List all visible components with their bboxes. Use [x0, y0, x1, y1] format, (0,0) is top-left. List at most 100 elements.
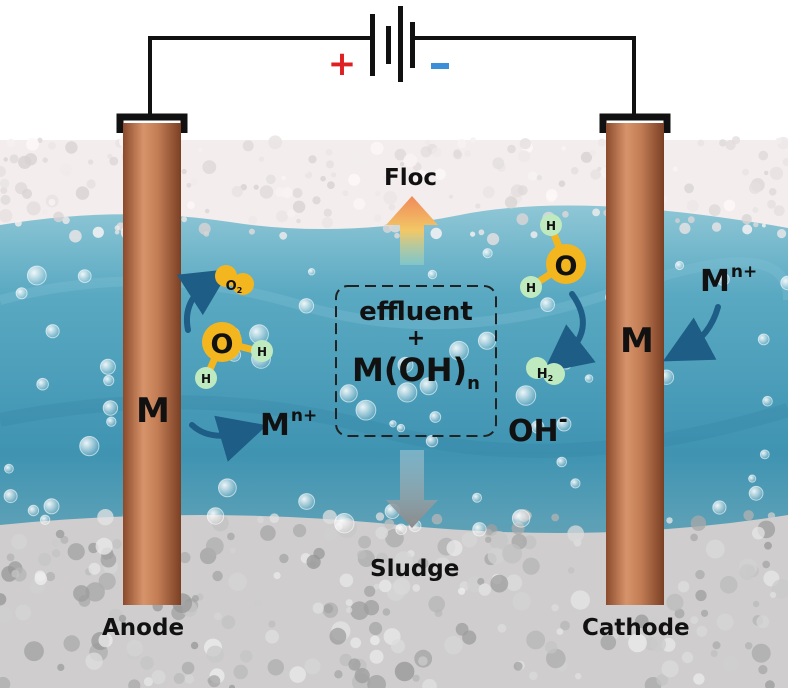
- gas-bubble: [102, 400, 119, 416]
- foam-particle: [204, 208, 210, 214]
- cathode-metal-ion: Mn+: [700, 262, 758, 299]
- sludge-particle: [260, 525, 276, 541]
- gas-bubble: [339, 384, 358, 403]
- foam-particle: [375, 190, 381, 197]
- foam-particle: [259, 185, 274, 199]
- foam-particle: [114, 229, 120, 235]
- foam-particle: [292, 200, 306, 213]
- cathode-cap: [599, 113, 671, 133]
- battery-plate: [370, 14, 375, 76]
- sludge-particle: [370, 635, 380, 646]
- sludge-particle: [233, 664, 248, 680]
- sludge-particle: [428, 595, 446, 613]
- sludge-particle: [570, 590, 590, 610]
- sludge-particle: [712, 641, 721, 650]
- foam-particle: [86, 179, 96, 189]
- foam-particle: [470, 137, 476, 144]
- foam-particle: [686, 178, 692, 184]
- gas-bubble: [298, 493, 316, 510]
- sludge-particle: [758, 665, 768, 675]
- hydrogen-molecule: H2: [526, 357, 565, 385]
- foam-particle: [597, 166, 602, 171]
- foam-particle: [742, 168, 749, 176]
- sludge-particle: [628, 633, 647, 653]
- anode-electrode: [123, 123, 181, 605]
- gas-bubble: [39, 514, 51, 525]
- foam-particle: [373, 214, 382, 222]
- sludge-particle: [751, 643, 771, 663]
- foam-particle: [711, 222, 722, 232]
- sludge-particle: [427, 568, 436, 577]
- sludge-particle: [551, 604, 559, 612]
- sludge-particle: [254, 599, 262, 607]
- sludge-particle: [722, 655, 739, 672]
- foam-particle: [675, 218, 680, 224]
- sludge-particle: [567, 525, 585, 543]
- sludge-particle: [85, 582, 105, 602]
- foam-particle: [420, 146, 432, 158]
- foam-particle: [268, 135, 283, 150]
- sludge-particle: [650, 636, 666, 653]
- foam-particle: [59, 163, 72, 176]
- plus-text: +: [406, 326, 426, 351]
- hydroxide-ion: OH-: [508, 408, 568, 449]
- battery-plate: [410, 22, 415, 68]
- sludge-particle: [513, 661, 523, 671]
- positive-terminal-sign: +: [328, 44, 357, 84]
- water-molecule-left: O H H: [195, 322, 273, 389]
- foam-particle: [331, 172, 337, 178]
- oxygen-molecule-label: O2: [226, 279, 243, 295]
- gas-bubble: [748, 474, 757, 483]
- sludge-particle: [268, 620, 276, 628]
- sludge-particle: [98, 572, 116, 590]
- gas-bubble: [43, 498, 60, 515]
- gas-bubble: [307, 268, 316, 276]
- foam-particle: [69, 229, 82, 243]
- sludge-particle: [151, 670, 166, 685]
- battery: [370, 6, 415, 82]
- sludge-particle: [487, 547, 505, 565]
- sludge-particle: [373, 583, 380, 590]
- sludge-particle: [522, 557, 540, 575]
- foam-particle: [536, 175, 543, 181]
- sludge-particle: [526, 630, 546, 650]
- foam-particle: [281, 175, 287, 181]
- foam-particle: [296, 218, 301, 224]
- foam-particle: [590, 169, 601, 180]
- sludge-particle: [690, 515, 707, 531]
- foam-particle: [0, 178, 10, 189]
- sludge-particle: [394, 551, 413, 570]
- foam-particle: [24, 153, 37, 166]
- sludge-particle: [24, 641, 44, 662]
- sludge-label: Sludge: [370, 556, 460, 582]
- sludge-particle: [719, 576, 738, 594]
- gas-bubble: [556, 456, 568, 468]
- foam-particle: [26, 201, 41, 216]
- sludge-particle: [257, 516, 264, 524]
- sludge-particle: [600, 634, 617, 651]
- sludge-particle: [51, 539, 60, 547]
- sludge-particle: [221, 615, 236, 629]
- sludge-particle: [100, 551, 117, 568]
- gas-bubble: [540, 297, 555, 313]
- foam-particle: [370, 141, 384, 155]
- hydrogen-atom: [520, 276, 542, 298]
- sludge-particle: [345, 599, 353, 607]
- foam-particle: [320, 175, 326, 182]
- sludge-particle: [375, 526, 389, 540]
- foam-particle: [190, 178, 198, 186]
- sludge-particle: [228, 684, 236, 688]
- foam-particle: [430, 227, 442, 240]
- foam-particle: [403, 153, 418, 168]
- foam-particle: [198, 222, 211, 235]
- foam-particle: [75, 186, 90, 200]
- sludge-particle: [765, 680, 775, 688]
- foam-particle: [431, 147, 442, 158]
- gas-bubble: [206, 507, 225, 525]
- foam-particle: [286, 209, 296, 218]
- sludge-particle: [462, 630, 477, 645]
- foam-particle: [0, 194, 11, 205]
- sludge-particle: [693, 673, 705, 685]
- reaction-box: [335, 285, 497, 437]
- foam-particle: [773, 205, 785, 217]
